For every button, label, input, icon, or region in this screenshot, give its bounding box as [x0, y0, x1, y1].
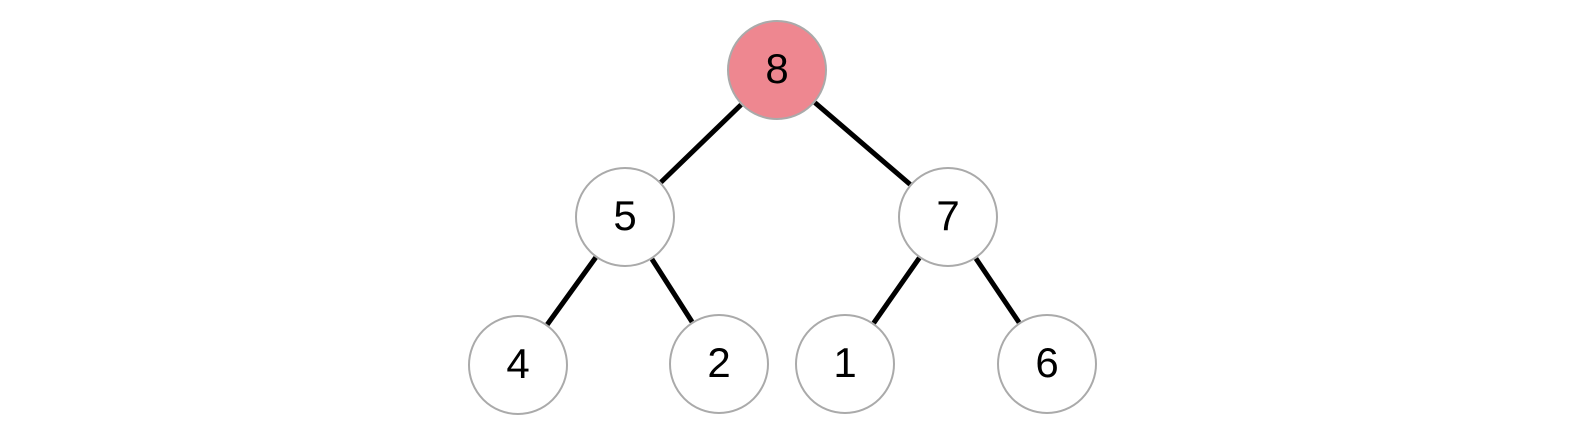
tree-node-label: 4 — [506, 340, 530, 387]
tree-node-label: 8 — [765, 45, 789, 92]
tree-node-label: 5 — [613, 192, 637, 239]
tree-node[interactable]: 2 — [669, 314, 769, 414]
tree-node-label: 2 — [707, 339, 731, 386]
tree-edge — [545, 256, 598, 326]
tree-edge — [649, 257, 695, 324]
tree-node-label: 1 — [833, 339, 857, 386]
tree-node-label: 6 — [1035, 339, 1059, 386]
tree-edge — [813, 100, 912, 187]
tree-node-label: 7 — [936, 192, 960, 239]
tree-node-highlighted[interactable]: 8 — [727, 20, 827, 120]
tree-node[interactable]: 6 — [997, 314, 1097, 414]
tree-edge — [973, 257, 1022, 324]
tree-node[interactable]: 4 — [468, 315, 568, 415]
tree-node[interactable]: 1 — [795, 314, 895, 414]
tree-node[interactable]: 5 — [575, 167, 675, 267]
tree-edge — [659, 102, 743, 185]
tree-edge — [871, 256, 922, 325]
tree-node[interactable]: 7 — [898, 167, 998, 267]
